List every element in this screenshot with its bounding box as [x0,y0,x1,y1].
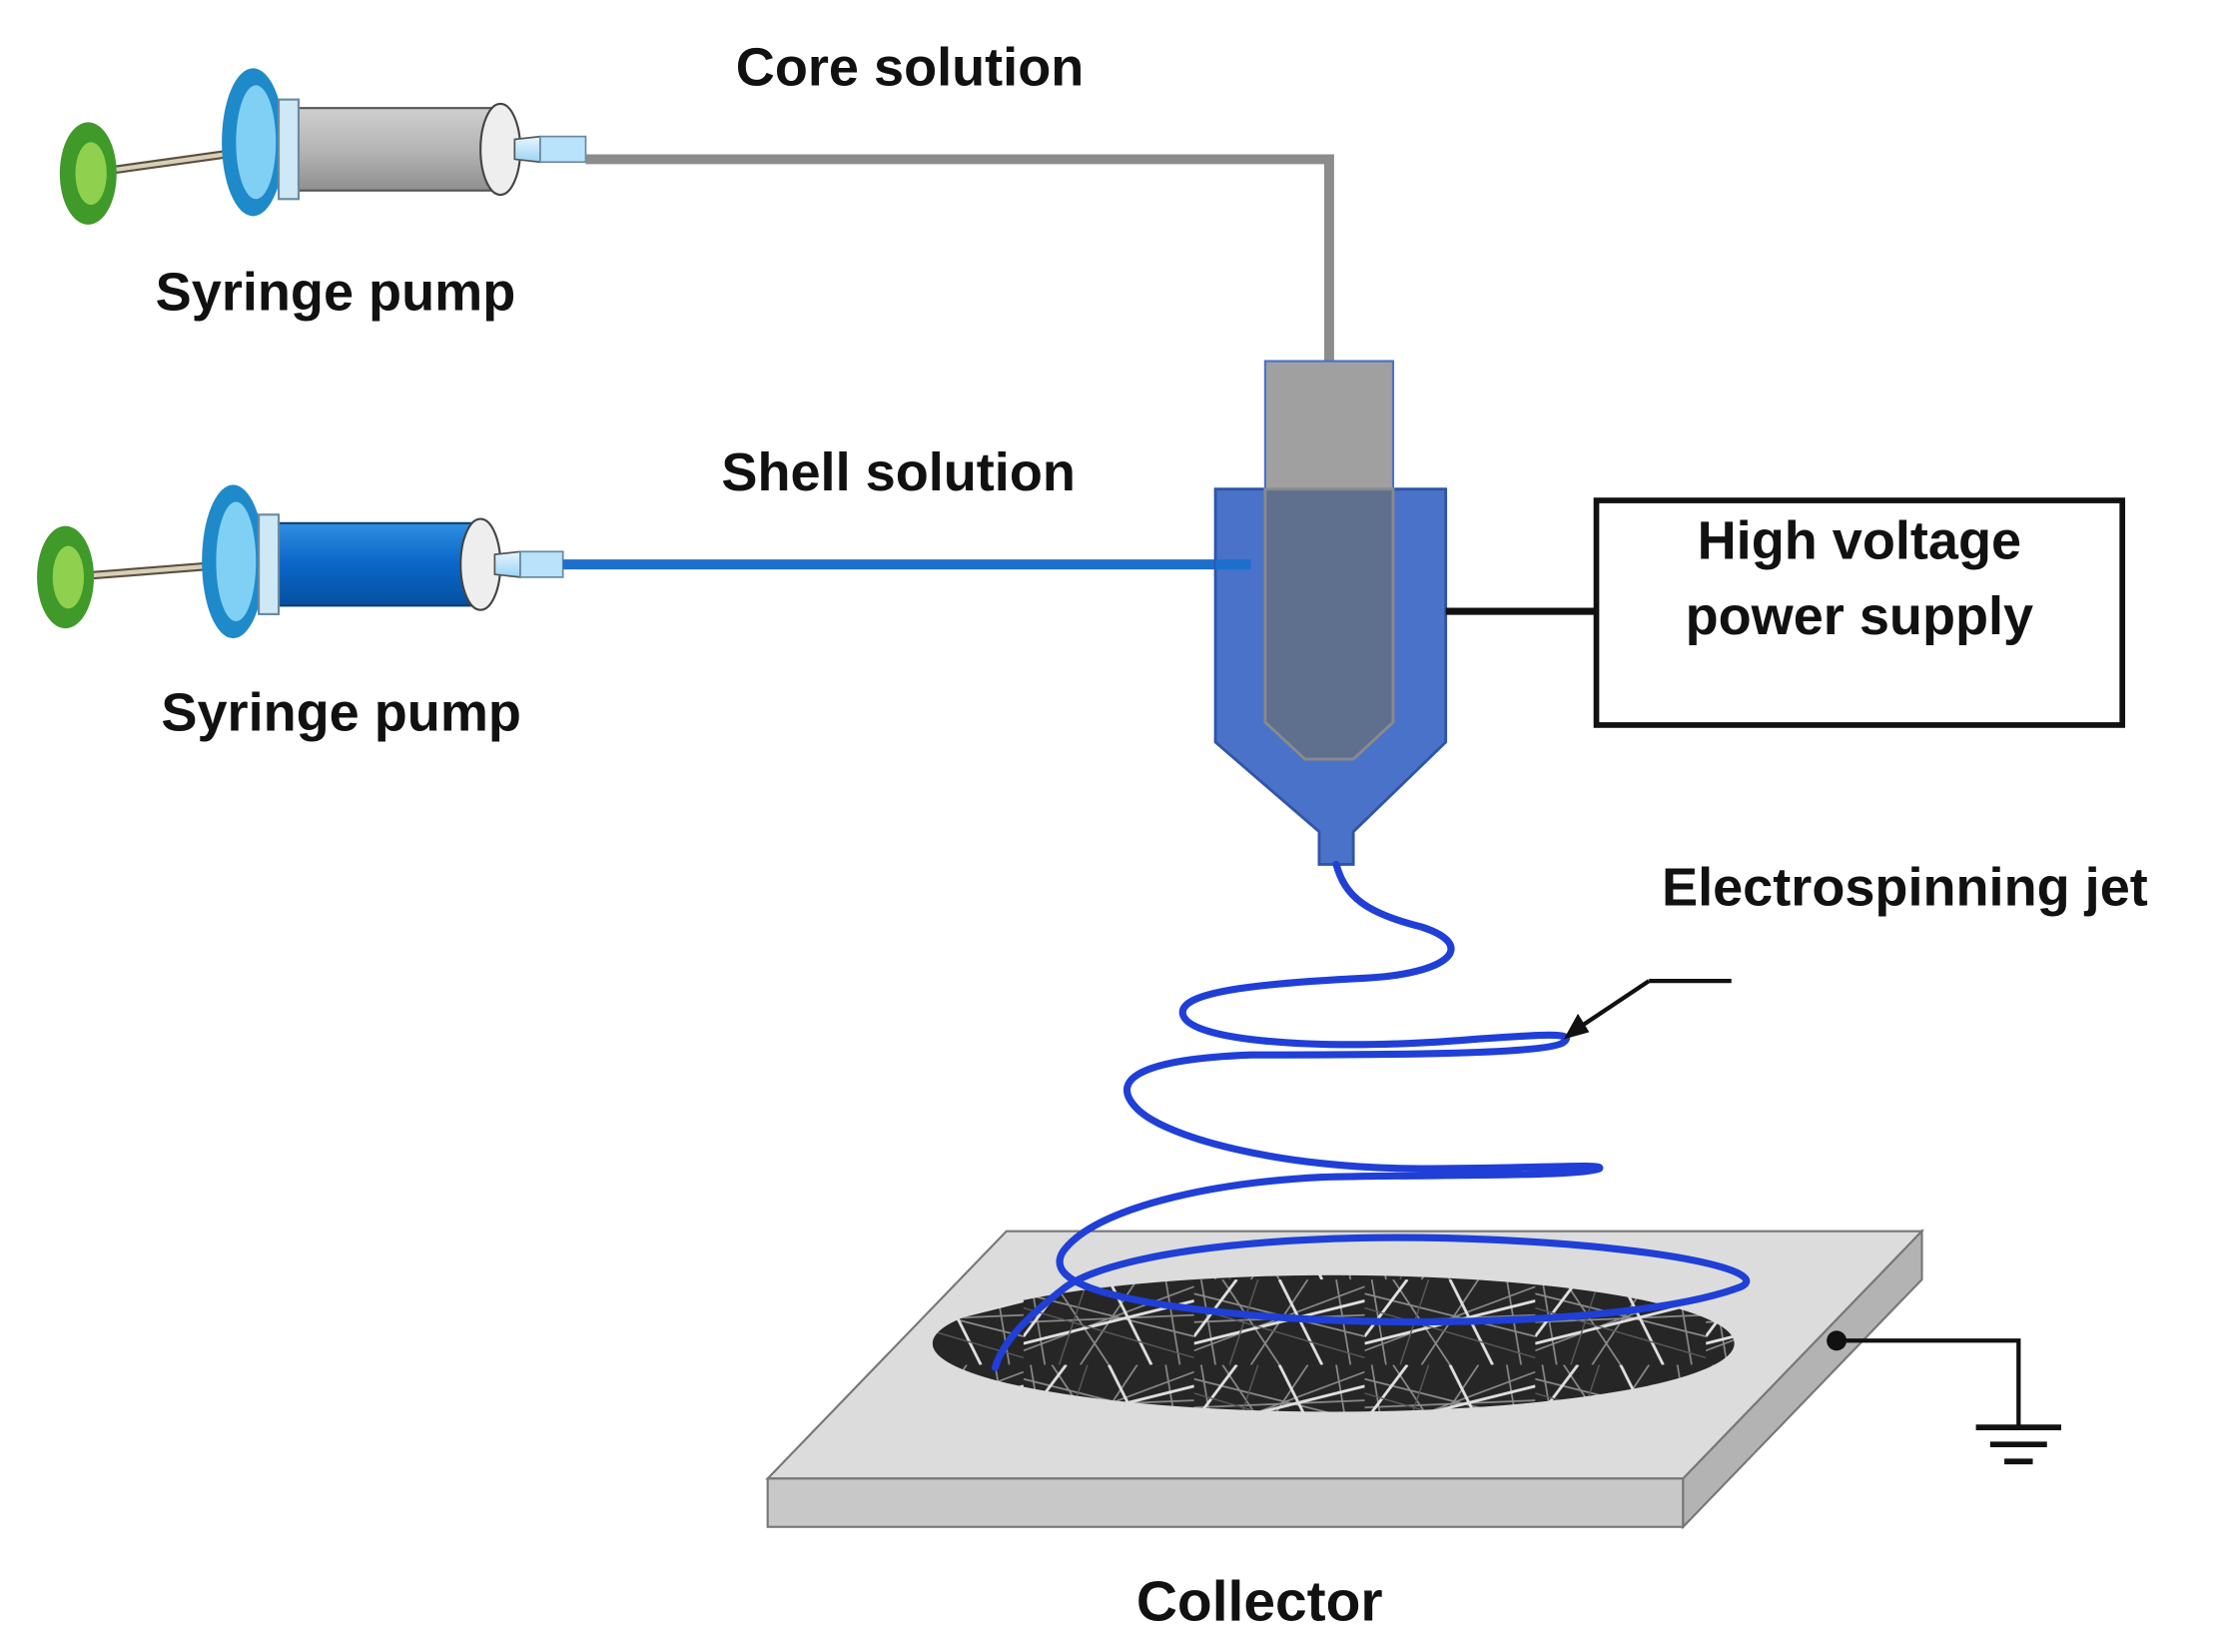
electrospinning-jet [991,860,1751,1371]
syringe-pump-label-bottom: Syringe pump [161,683,521,743]
power-supply-label-line1: High voltage [1698,510,2022,570]
syringe-pump-label-top: Syringe pump [156,262,516,322]
fiber-mat [932,1274,1735,1412]
syringe-icon [59,68,587,225]
jet-pointer-arrow [1563,979,1732,1040]
core-tube [585,154,1334,373]
collector-label: Collector [1136,1570,1383,1634]
syringe-icon [37,484,564,639]
power-supply-box [1593,497,2126,728]
core-solution-label: Core solution [736,37,1084,97]
coaxial-nozzle [1213,360,1448,866]
electrospinning-jet-label: Electrospinning jet [1662,858,2148,918]
ground-icon [1827,1330,2061,1465]
shell-solution-label: Shell solution [721,442,1076,502]
power-supply-label-line2: power supply [1686,586,2034,646]
